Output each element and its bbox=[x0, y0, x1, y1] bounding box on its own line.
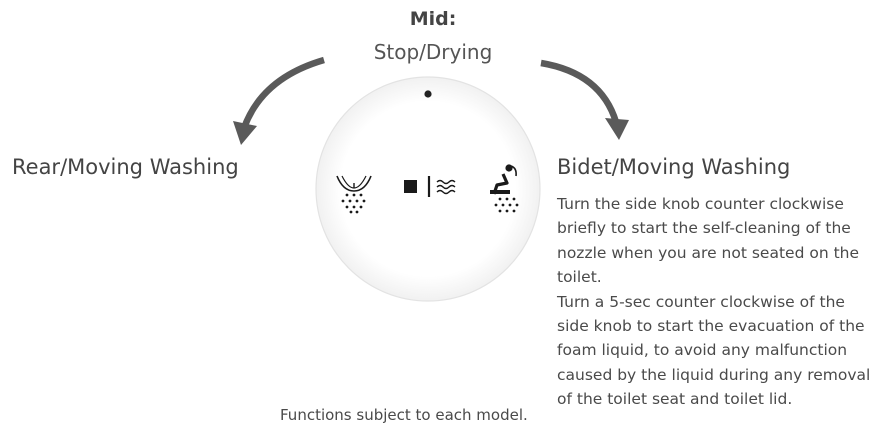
rear-washing-label: Rear/Moving Washing bbox=[12, 155, 239, 179]
dial-position-dot bbox=[424, 90, 432, 98]
description-paragraph-2: Turn a 5-sec counter clockwise of the si… bbox=[557, 292, 871, 409]
right-rotation-arrow bbox=[540, 59, 629, 140]
rear-washing-icon bbox=[336, 175, 372, 214]
bidet-washing-icon bbox=[490, 164, 519, 213]
bidet-washing-label: Bidet/Moving Washing bbox=[557, 155, 791, 179]
description-paragraph-1: Turn the side knob counter clockwise bri… bbox=[557, 195, 860, 287]
mid-position-title: Mid: bbox=[409, 8, 457, 30]
mid-position-subtitle: Stop/Drying bbox=[373, 40, 493, 64]
stop-drying-icon bbox=[404, 176, 456, 197]
bidet-description: Turn the side knob counter clockwise bri… bbox=[557, 192, 879, 412]
left-rotation-arrow bbox=[233, 56, 325, 145]
footnote: Functions subject to each model. bbox=[280, 406, 528, 424]
